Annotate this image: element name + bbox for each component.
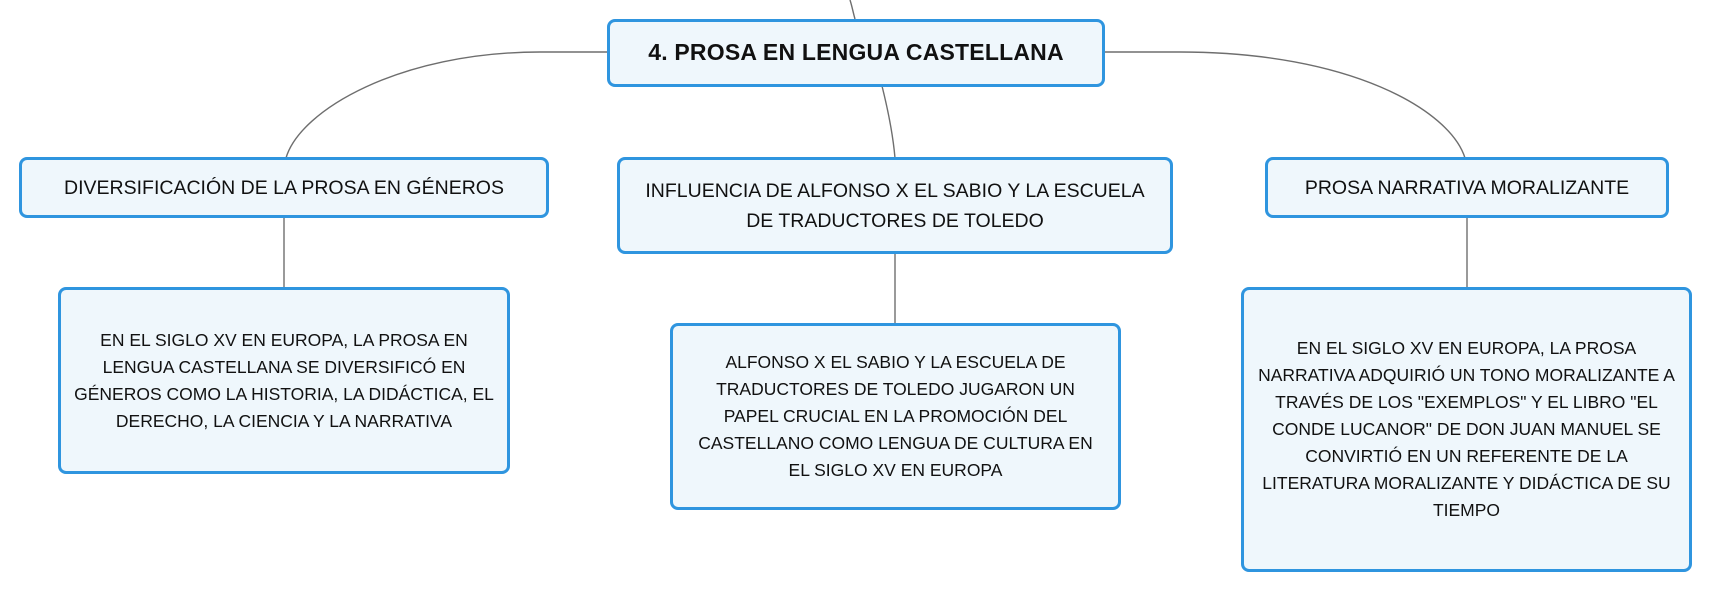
detail-influencia-alfonso[interactable]: ALFONSO X EL SABIO Y LA ESCUELA DE TRADU… (670, 323, 1121, 510)
topic-diversificacion[interactable]: DIVERSIFICACIÓN DE LA PROSA EN GÉNEROS (19, 157, 549, 218)
connector-root-to-topic-right (1104, 51, 1466, 159)
connector-parent-above (849, 0, 856, 20)
topic-influencia-alfonso[interactable]: INFLUENCIA DE ALFONSO X EL SABIO Y LA ES… (617, 157, 1173, 254)
detail-text: EN EL SIGLO XV EN EUROPA, LA PROSA EN LE… (74, 329, 494, 431)
detail-diversificacion[interactable]: EN EL SIGLO XV EN EUROPA, LA PROSA EN LE… (58, 287, 510, 474)
detail-text: ALFONSO X EL SABIO Y LA ESCUELA DE TRADU… (698, 352, 1093, 480)
topic-label: PROSA NARRATIVA MORALIZANTE (1304, 176, 1630, 199)
connector-root-to-topic-left (285, 51, 608, 159)
detail-prosa-narrativa[interactable]: EN EL SIGLO XV EN EUROPA, LA PROSA NARRA… (1241, 287, 1692, 572)
topic-label: DIVERSIFICACIÓN DE LA PROSA EN GÉNEROS (64, 176, 504, 199)
root-topic[interactable]: 4. PROSA EN LENGUA CASTELLANA (607, 19, 1105, 87)
root-topic-label: 4. PROSA EN LENGUA CASTELLANA (648, 39, 1064, 66)
connector-root-to-topic-center (881, 85, 896, 159)
topic-label: INFLUENCIA DE ALFONSO X EL SABIO Y LA ES… (645, 179, 1145, 232)
detail-text: EN EL SIGLO XV EN EUROPA, LA PROSA NARRA… (1258, 338, 1675, 520)
topic-prosa-narrativa[interactable]: PROSA NARRATIVA MORALIZANTE (1265, 157, 1669, 218)
